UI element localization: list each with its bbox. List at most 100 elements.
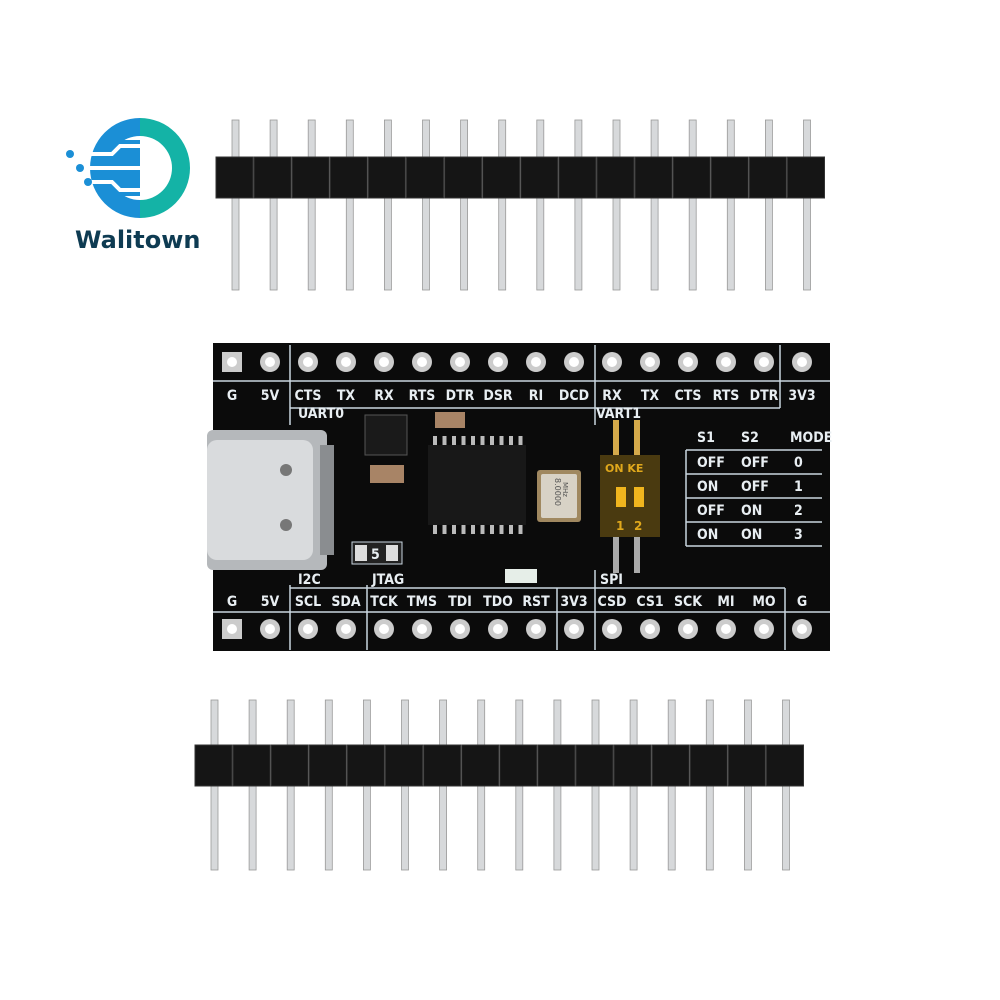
pin-hole — [640, 619, 660, 639]
header-pin — [727, 699, 766, 871]
header-pin — [346, 699, 385, 871]
pin-label: DCD — [559, 388, 589, 404]
group-label-i2c: I2C — [298, 572, 321, 588]
dip-pos-2: 2 — [634, 519, 642, 533]
header-pin — [651, 699, 690, 871]
pin-hole — [260, 352, 280, 372]
pin-label: DTR — [750, 388, 779, 404]
group-label-jtag: JTAG — [371, 572, 404, 588]
pin-hole — [412, 619, 432, 639]
header-pin — [634, 119, 673, 291]
jumper-label: 5 — [371, 547, 380, 563]
chip-pin — [471, 436, 475, 445]
pin-hole — [716, 352, 736, 372]
pin-label: 3V3 — [560, 594, 587, 610]
pin-label: DSR — [483, 388, 513, 404]
dip-pos-1: 1 — [616, 519, 624, 533]
usb-uart-chip — [428, 445, 526, 525]
walitown-logo: Walitown — [66, 118, 200, 254]
pin-label: RI — [529, 388, 543, 404]
chip-pin — [452, 436, 456, 445]
pin-label: CSD — [597, 594, 626, 610]
header-pin — [689, 699, 728, 871]
header-pin — [423, 699, 462, 871]
mode-table-cell: 1 — [794, 479, 803, 495]
mode-table-header: MODE — [790, 430, 832, 446]
chip-pin — [442, 436, 447, 445]
pin-label: TDI — [448, 594, 472, 610]
header-pin — [215, 119, 254, 291]
mode-table-header: S1 — [697, 430, 715, 446]
chip-pin — [442, 525, 447, 534]
mode-table-cell: ON — [741, 527, 762, 543]
pin-label: RTS — [409, 388, 436, 404]
mode-table-cell: OFF — [741, 479, 769, 495]
capacitor — [435, 412, 465, 428]
chip-pin — [461, 436, 466, 445]
pin-label: 5V — [261, 388, 280, 404]
mode-table-cell: 3 — [794, 527, 803, 543]
pin-label: DTR — [446, 388, 475, 404]
pin-label: 3V3 — [788, 388, 815, 404]
header-pin — [613, 699, 652, 871]
header-pin — [367, 119, 406, 291]
group-label-spi: SPI — [600, 572, 623, 588]
chip-pin — [518, 525, 523, 534]
header-pin — [461, 699, 500, 871]
pin-hole — [564, 352, 584, 372]
pin-label: SCL — [295, 594, 321, 610]
pin-label: CTS — [295, 388, 322, 404]
chip-pin — [461, 525, 466, 534]
pin-hole — [564, 619, 584, 639]
pin-hole — [754, 352, 774, 372]
dip-switch[interactable]: ON KE 1 2 — [600, 420, 660, 573]
header-pin — [194, 699, 233, 871]
header-pin — [520, 119, 559, 291]
header-pin — [329, 119, 368, 291]
capacitor — [370, 465, 404, 483]
pin-label: RX — [374, 388, 394, 404]
chip-pin — [490, 436, 494, 445]
pin-hole — [792, 619, 812, 639]
pin-hole — [792, 352, 812, 372]
pin-hole — [640, 352, 660, 372]
group-label-uart0: UART0 — [298, 406, 344, 422]
header-pin — [499, 699, 538, 871]
pin-hole — [716, 619, 736, 639]
mode-table-cell: ON — [741, 503, 762, 519]
chip-pin — [433, 436, 437, 445]
header-pin — [710, 119, 749, 291]
header-pin — [385, 699, 423, 871]
pin-label: MI — [717, 594, 734, 610]
jumper-block: 5 — [351, 541, 403, 565]
pin-hole — [678, 619, 698, 639]
header-pin — [308, 699, 347, 871]
pin-label: TX — [337, 388, 356, 404]
bottom-pin-header — [194, 699, 804, 871]
header-pin — [558, 119, 597, 291]
pin-label: SDA — [331, 594, 361, 610]
pin-hole — [450, 352, 470, 372]
brand-name: Walitown — [75, 226, 200, 254]
chip-pin — [490, 525, 494, 534]
regulator-chip — [364, 414, 408, 456]
pin-hole — [298, 619, 318, 639]
chip-pin — [433, 525, 437, 534]
pin-label: RST — [522, 594, 550, 610]
crystal-unit: MHz — [561, 482, 569, 497]
mode-table-cell: ON — [697, 479, 718, 495]
pin-hole — [526, 619, 546, 639]
pin-label: G — [227, 594, 237, 610]
group-label-uart1: VART1 — [596, 406, 641, 422]
pin-hole — [488, 619, 508, 639]
crystal-frequency: 8.0000 — [553, 478, 562, 506]
pin-hole — [602, 352, 622, 372]
pin-label: 5V — [261, 594, 280, 610]
header-pin — [291, 119, 330, 291]
mode-table-cell: 2 — [794, 503, 803, 519]
chip-pin — [499, 525, 504, 534]
chip-pin — [452, 525, 456, 534]
